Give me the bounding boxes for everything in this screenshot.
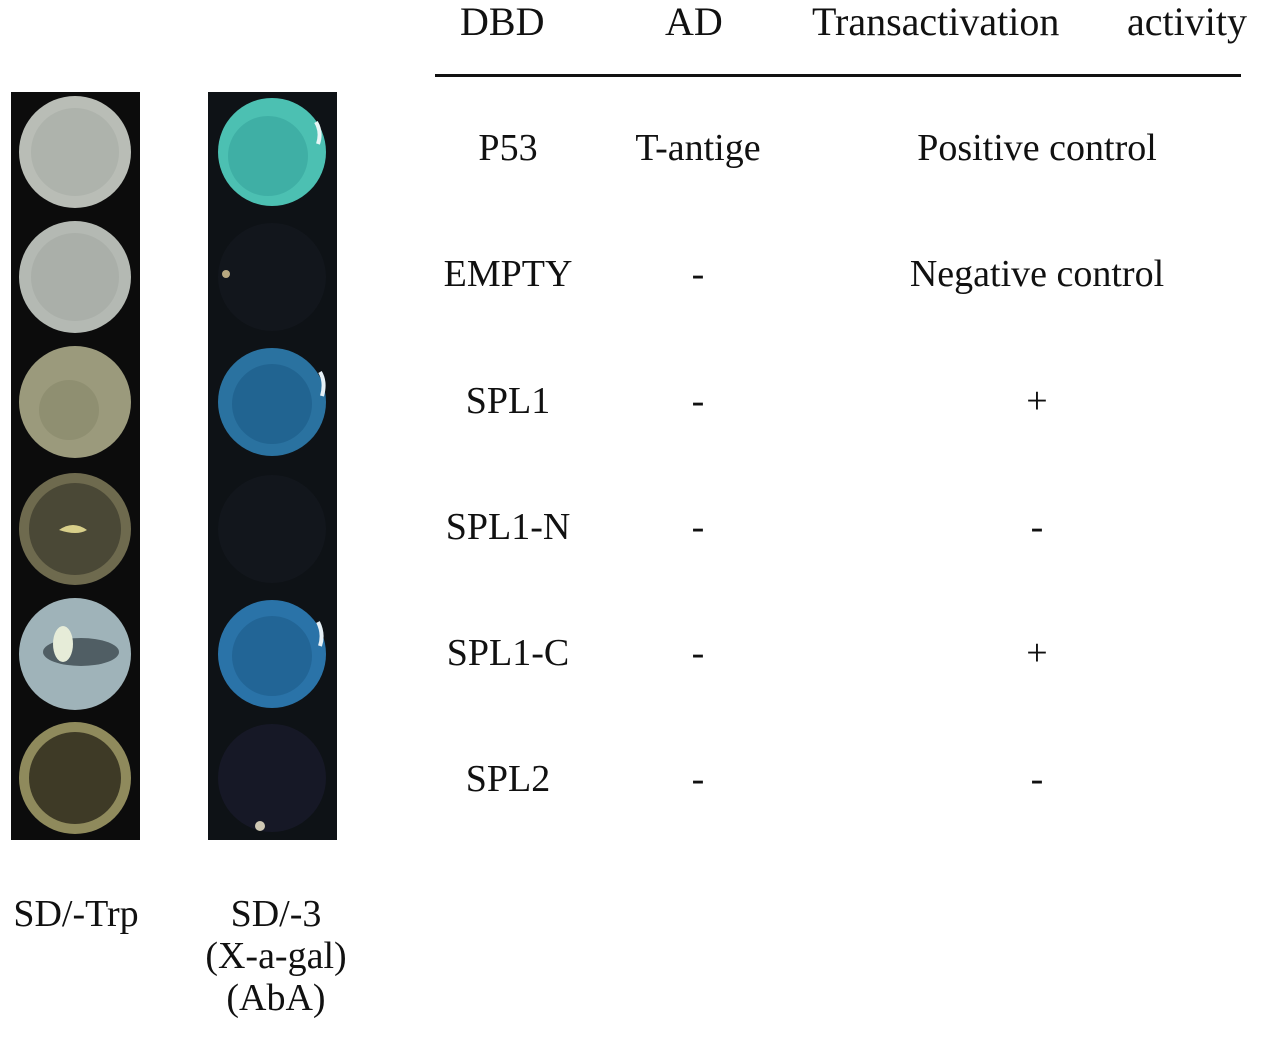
row-ad-cell: - <box>691 506 705 548</box>
colony-sd3-empty <box>218 223 326 331</box>
colony-trp-spl2 <box>19 722 131 834</box>
row-dbd-cell: SPL2 <box>465 758 551 800</box>
plate-label-sd3-line1: SD/-3 <box>230 893 322 935</box>
row-dbd-cell: SPL1-N <box>445 506 571 548</box>
colony-sd3-p53 <box>218 98 326 206</box>
colony-column-sd-trp <box>19 96 131 834</box>
row-dbd-cell: SPL1-C <box>446 632 570 674</box>
colony-trp-spl1-n <box>19 473 131 585</box>
header-transactivation: Transactivation <box>812 0 1060 44</box>
plate-strip-sd3 <box>208 92 337 840</box>
header-activity: activity <box>1127 0 1247 44</box>
colony-column-sd3 <box>218 98 326 832</box>
row-result-cell: Negative control <box>909 253 1165 295</box>
row-dbd-cell: SPL1 <box>465 380 551 422</box>
colony-sd3-spl1-n <box>218 475 326 583</box>
row-dbd-cell: EMPTY <box>443 253 573 295</box>
header-rule <box>435 74 1241 77</box>
row-result-cell: + <box>1026 632 1048 674</box>
colony-trp-empty <box>19 221 131 333</box>
row-dbd-cell: P53 <box>478 127 538 169</box>
row-ad-cell: - <box>691 380 705 422</box>
row-result-cell: - <box>1030 758 1044 800</box>
colony-sd3-spl1-c <box>218 600 326 708</box>
colony-sd3-spl2 <box>218 724 326 832</box>
header-dbd: DBD <box>460 0 545 44</box>
plate-label-sd3-line3: (AbA) <box>226 977 326 1019</box>
plate-label-sd3-line2: (X-a-gal) <box>205 935 347 977</box>
row-ad-cell: - <box>691 758 705 800</box>
row-ad-cell: T-antige <box>635 127 761 169</box>
colony-sd3-spl1 <box>218 348 326 456</box>
row-result-cell: - <box>1030 506 1044 548</box>
row-result-cell: + <box>1026 380 1048 422</box>
row-ad-cell: - <box>691 632 705 674</box>
colony-trp-p53 <box>19 96 131 208</box>
header-ad: AD <box>665 0 723 44</box>
colony-trp-spl1-c <box>19 598 131 710</box>
row-result-cell: Positive control <box>917 127 1157 169</box>
plate-label-sd-trp: SD/-Trp <box>13 893 139 935</box>
colony-trp-spl1 <box>19 346 131 458</box>
plate-strip-sd-trp <box>11 92 140 840</box>
row-ad-cell: - <box>691 253 705 295</box>
plate-label-sd3: SD/-3 (X-a-gal) (AbA) <box>196 893 356 1019</box>
